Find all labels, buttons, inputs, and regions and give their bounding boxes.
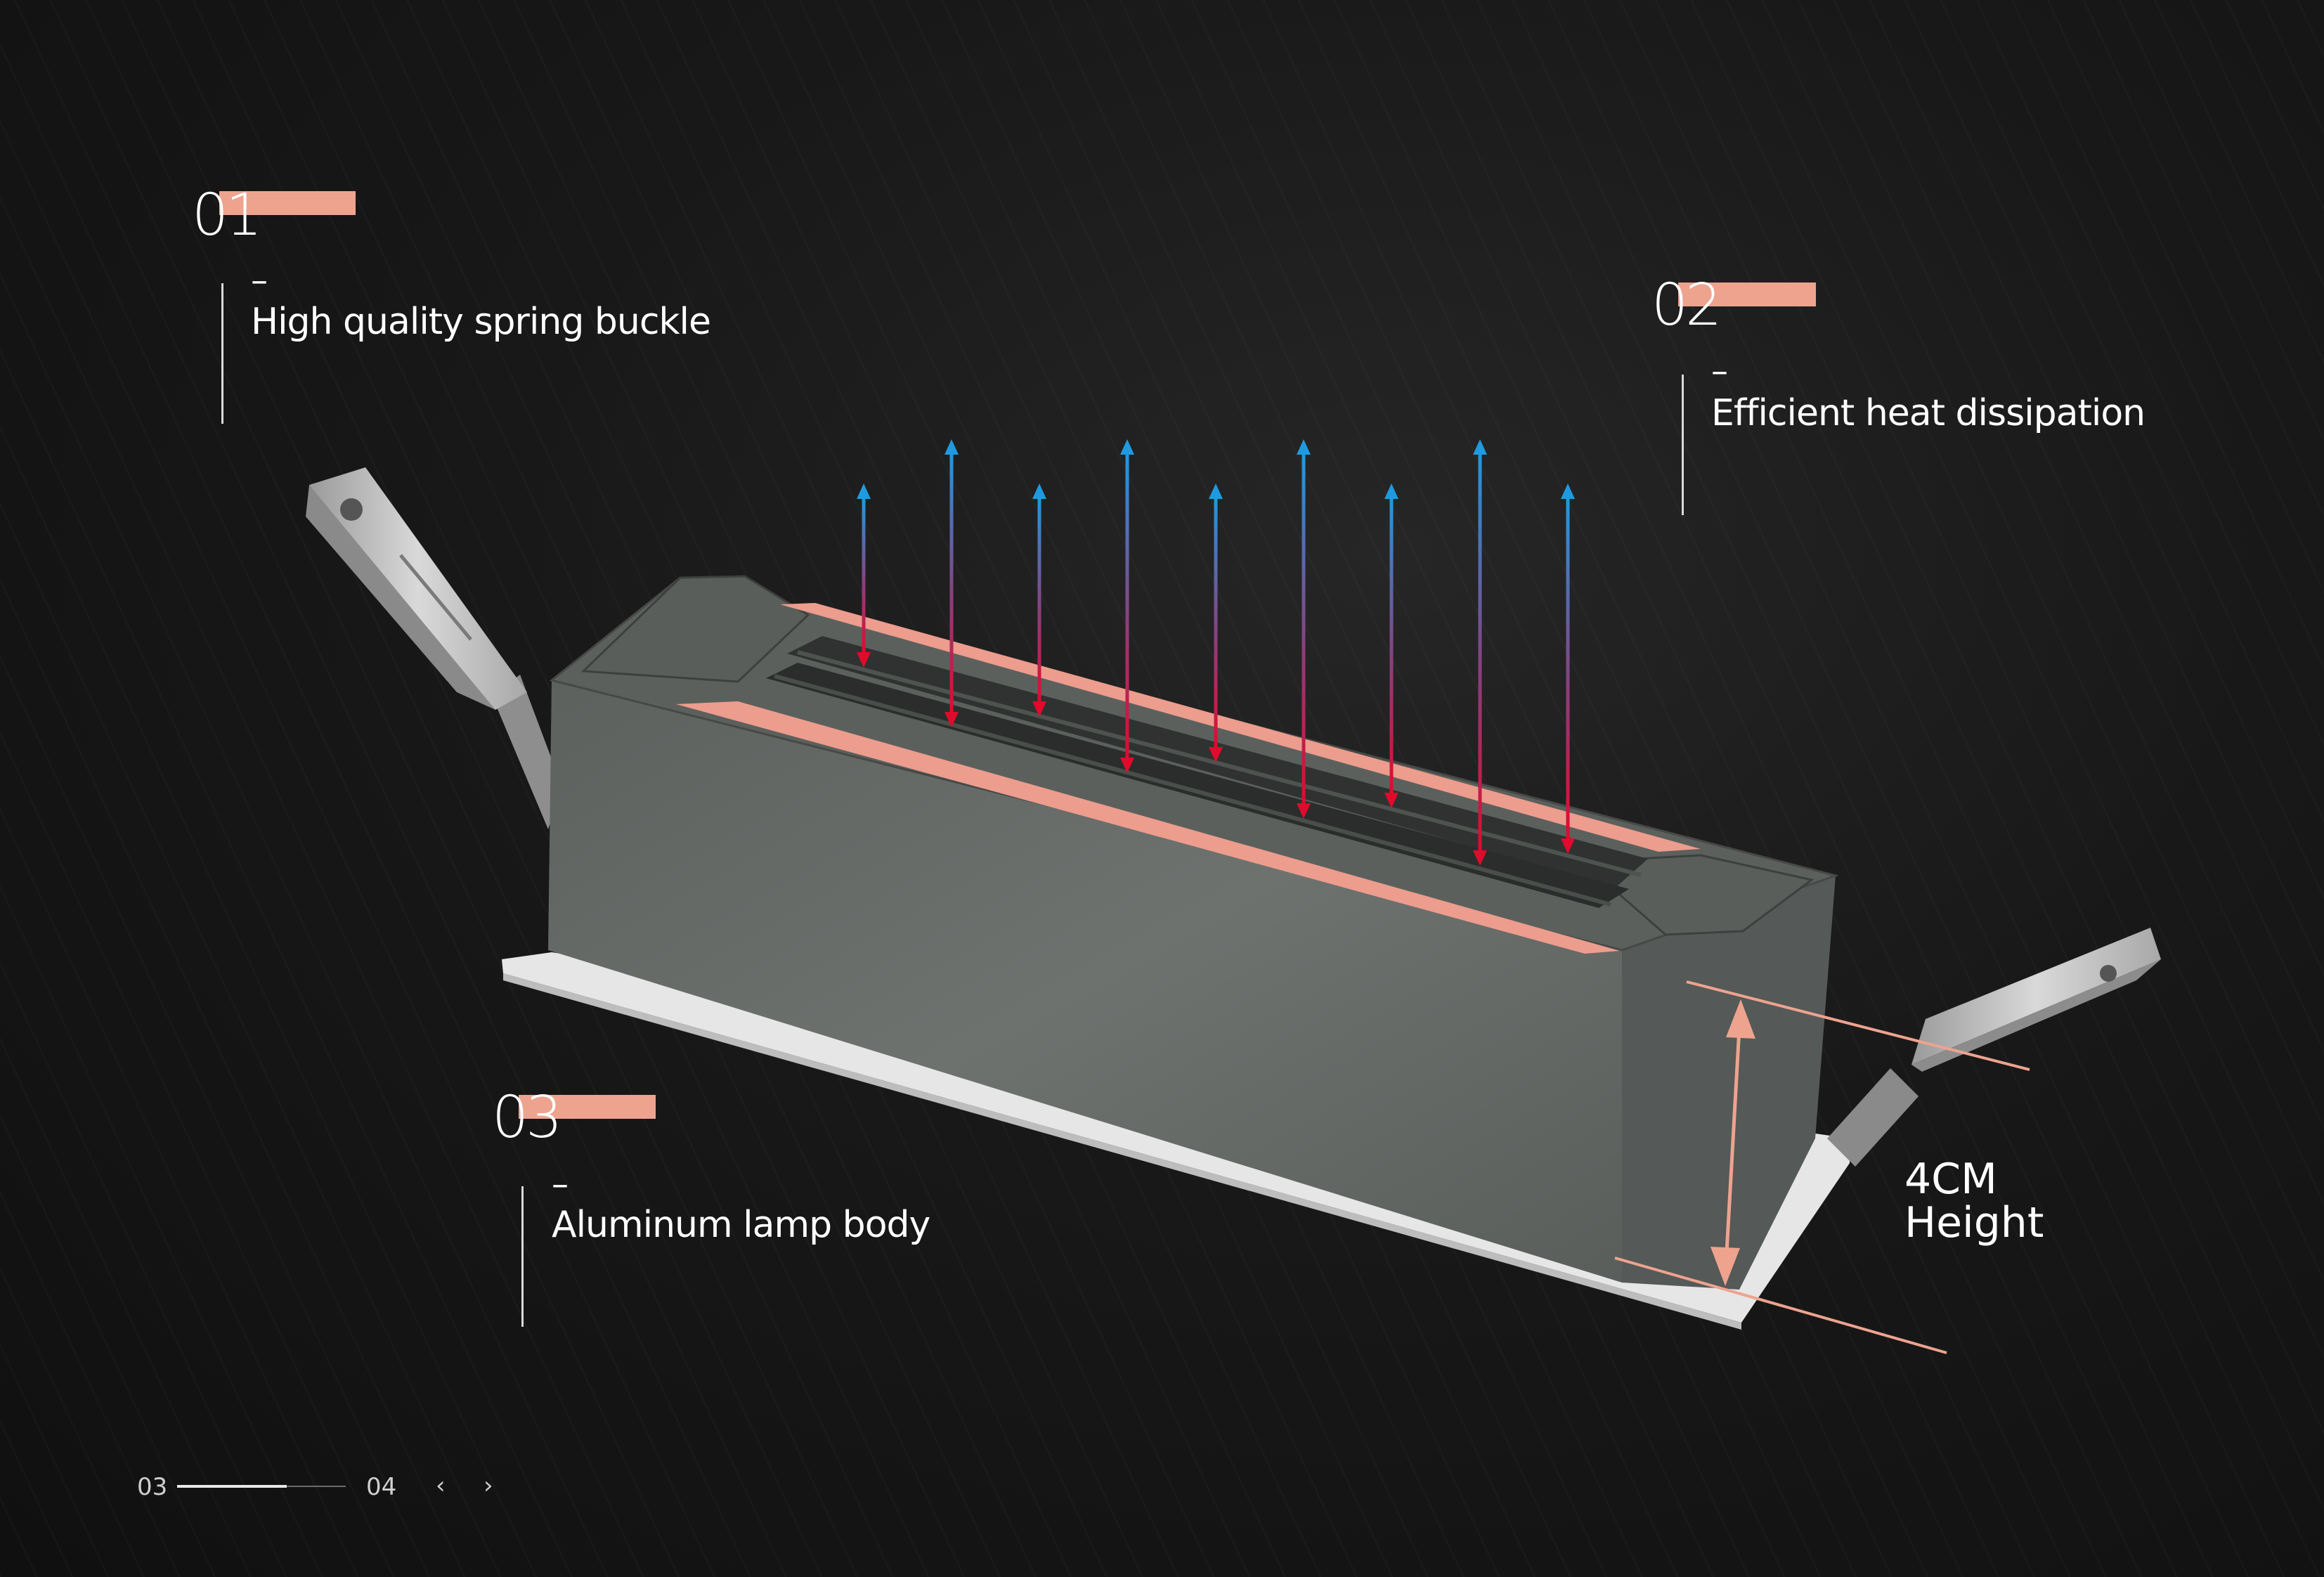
heat-arrow-head-up (1473, 439, 1487, 455)
divider-line (1682, 375, 1684, 515)
heat-arrow-head-up (1032, 484, 1046, 499)
feature-number: 02 (1651, 272, 1722, 339)
heat-arrow-shaft (1478, 452, 1482, 853)
heat-arrow-head-down (857, 652, 871, 668)
heat-dissipation-arrows (857, 439, 1575, 866)
current-page: 03 (137, 1473, 168, 1501)
feature-dash: – (251, 261, 268, 300)
feature-label: High quality spring buckle (251, 301, 711, 343)
heat-arrow-head-up (1384, 484, 1398, 499)
height-caption: Height (1904, 1198, 2044, 1247)
chevron-left-icon[interactable]: ‹ (436, 1472, 446, 1500)
heat-arrow-head-down (944, 712, 959, 727)
chevron-right-icon[interactable]: › (483, 1472, 493, 1500)
divider-line (221, 283, 223, 424)
heat-arrow-head-down (1561, 838, 1575, 854)
heat-arrow-head-up (1120, 439, 1134, 455)
right-spring-buckle (1827, 928, 2161, 1167)
lamp-body (548, 575, 1840, 1290)
heat-arrow-head-down (1120, 758, 1134, 773)
divider-line (521, 1186, 524, 1327)
total-pages: 04 (366, 1473, 397, 1501)
page-progress-fill (177, 1485, 287, 1488)
height-dimension (1614, 980, 2030, 1354)
heat-arrow-shaft (1037, 496, 1041, 704)
heat-arrow-head-down (1209, 747, 1223, 762)
feature-label: Efficient heat dissipation (1711, 392, 2146, 434)
heat-arrow-shaft (1214, 496, 1218, 750)
left-spring-buckle (306, 467, 562, 829)
heat-arrow-head-up (1561, 484, 1575, 499)
feature-dash: – (1711, 351, 1728, 391)
heat-arrow-head-up (1297, 439, 1311, 455)
feature-dash: – (552, 1164, 569, 1204)
heat-arrow-shaft (1566, 496, 1570, 841)
heat-arrow-head-down (1473, 850, 1487, 866)
height-value: 4CM (1904, 1155, 1997, 1204)
heat-arrow-head-up (1209, 484, 1223, 499)
heat-arrow-head-up (857, 484, 871, 499)
heat-arrow-shaft (1389, 496, 1394, 796)
feature-number: 01 (192, 182, 262, 249)
heat-arrow-head-down (1297, 803, 1311, 819)
accent-bar (1678, 283, 1816, 306)
heat-arrow-shaft (949, 452, 954, 715)
heat-arrow-shaft (1301, 452, 1306, 806)
feature-label: Aluminum lamp body (552, 1204, 930, 1246)
accent-bar (519, 1095, 656, 1119)
accent-bar (219, 191, 356, 215)
heat-arrow-head-down (1032, 701, 1046, 717)
heat-arrow-shaft (862, 496, 866, 655)
page-progress-track (177, 1485, 346, 1488)
feature-number: 03 (492, 1084, 562, 1151)
heat-arrow-shaft (1125, 452, 1129, 760)
heat-arrow-head-up (944, 439, 959, 455)
heat-arrow-head-down (1384, 793, 1398, 808)
height-dimension-label: 4CM Height (1904, 1157, 2044, 1245)
